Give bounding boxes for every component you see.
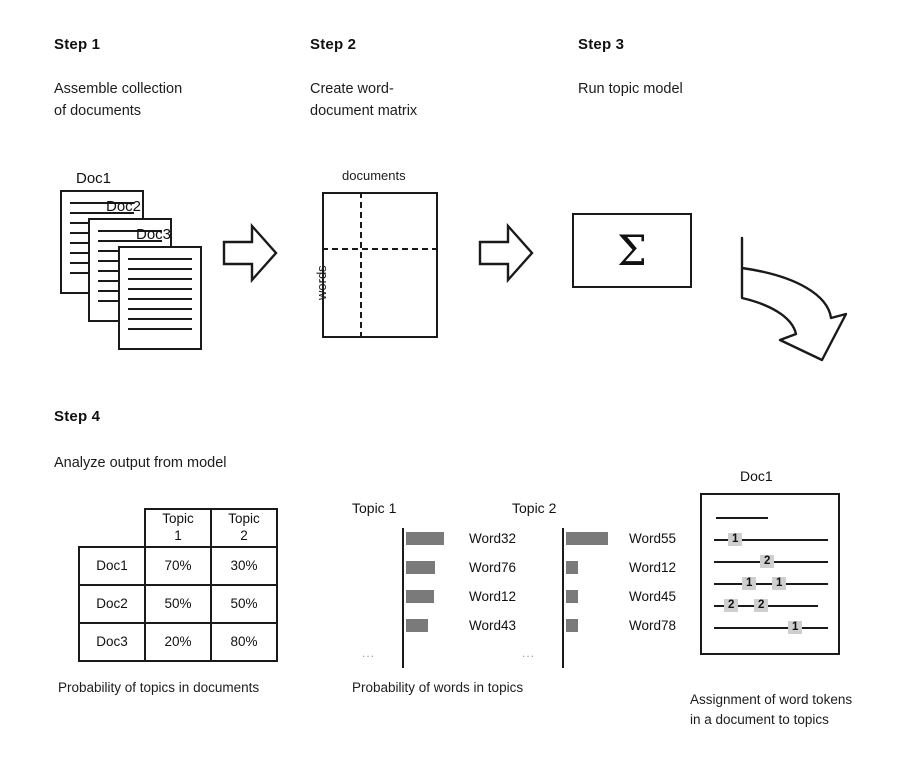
table-cell-doc3-topic1: 20% bbox=[144, 622, 212, 662]
topic-2-word-label-4: Word78 bbox=[628, 618, 676, 633]
topic-2-bar-row-2: Word12 bbox=[562, 557, 682, 586]
topic-2-word-label-1: Word55 bbox=[628, 531, 676, 546]
table-cell-doc3-topic2: 80% bbox=[210, 622, 278, 662]
topic-2-chart-title: Topic 2 bbox=[512, 500, 557, 516]
table-corner-cell bbox=[79, 509, 145, 547]
topic-1-bar-row-2: Word76 bbox=[402, 557, 522, 586]
topic-2-bar-1 bbox=[566, 532, 608, 545]
step-4-title: Step 4 bbox=[54, 408, 101, 425]
topic-1-bar-row-1: Word32 bbox=[402, 528, 522, 557]
step-3-description: Run topic model bbox=[578, 81, 683, 97]
step-4-description: Analyze output from model bbox=[54, 455, 227, 471]
probability-table-caption: Probability of topics in documents bbox=[58, 680, 260, 695]
document-label-2: Doc2 bbox=[106, 198, 142, 215]
matrix-top-axis-label: documents bbox=[342, 168, 406, 183]
topic-2-bar-3 bbox=[566, 590, 578, 603]
document-label-3: Doc3 bbox=[136, 226, 172, 243]
topic-2-bar-row-3: Word45 bbox=[562, 586, 682, 615]
step-2-title: Step 2 bbox=[310, 36, 357, 53]
token-line-6 bbox=[714, 627, 828, 629]
document-label-1: Doc1 bbox=[76, 170, 112, 187]
token-document-title: Doc1 bbox=[740, 468, 773, 484]
topic-2-bar-row-4: Word78 bbox=[562, 615, 682, 644]
topic-1-bar-3 bbox=[406, 590, 434, 603]
topic-2-bar-chart: Word55 Word12 Word45 Word78 ... bbox=[522, 528, 682, 668]
topic-2-chart-axis bbox=[562, 528, 564, 668]
bar-charts-caption: Probability of words in topics bbox=[352, 680, 524, 695]
table-row-header-doc3: Doc3 bbox=[78, 622, 146, 662]
topic-2-bar-row-1: Word55 bbox=[562, 528, 682, 557]
table-row: Doc2 50% 50% bbox=[78, 584, 278, 624]
table-row: Doc3 20% 80% bbox=[78, 622, 278, 662]
topic-1-bar-chart: Word32 Word76 Word12 Word43 ... bbox=[362, 528, 522, 668]
topic-1-word-label-1: Word32 bbox=[468, 531, 516, 546]
token-chip-line3-1: 2 bbox=[760, 555, 775, 568]
document-page-3 bbox=[118, 246, 202, 350]
table-col-header-topic-1: Topic 1 bbox=[144, 508, 212, 548]
topic-1-bar-row-4: Word43 bbox=[402, 615, 522, 644]
topic-1-bar-1 bbox=[406, 532, 444, 545]
topic-1-word-label-4: Word43 bbox=[468, 618, 516, 633]
token-document-panel: 1 2 1 1 2 2 1 bbox=[700, 493, 840, 655]
step-3-title: Step 3 bbox=[578, 36, 625, 53]
token-chip-line5-1: 2 bbox=[724, 599, 739, 612]
document-page-3-text-lines bbox=[128, 258, 192, 338]
table-row-header-doc2: Doc2 bbox=[78, 584, 146, 624]
topic-2-ellipsis: ... bbox=[522, 646, 536, 660]
matrix-vertical-slice-line bbox=[360, 192, 362, 338]
table-cell-doc2-topic2: 50% bbox=[210, 584, 278, 624]
sigma-symbol: Σ bbox=[617, 225, 647, 275]
token-chip-line5-2: 2 bbox=[754, 599, 769, 612]
table-row: Doc1 70% 30% bbox=[78, 546, 278, 586]
token-chip-line4-2: 1 bbox=[772, 577, 787, 590]
block-arrow-right-icon-1 bbox=[222, 222, 278, 284]
step-1-title: Step 1 bbox=[54, 36, 101, 53]
word-document-matrix: documents words bbox=[300, 168, 510, 348]
matrix-horizontal-slice-line bbox=[322, 248, 438, 250]
table-cell-doc2-topic1: 50% bbox=[144, 584, 212, 624]
matrix-side-axis-label: words bbox=[314, 265, 329, 300]
topic-1-word-label-3: Word12 bbox=[468, 589, 516, 604]
topic-2-bar-4 bbox=[566, 619, 578, 632]
token-document-caption: Assignment of word tokens in a document … bbox=[690, 692, 853, 727]
table-cell-doc1-topic1: 70% bbox=[144, 546, 212, 586]
table-row-header-doc1: Doc1 bbox=[78, 546, 146, 586]
topic-1-word-label-2: Word76 bbox=[468, 560, 516, 575]
step-2-description: Create word- document matrix bbox=[310, 81, 418, 120]
curved-loop-arrow-icon bbox=[728, 228, 858, 378]
topic-2-bar-2 bbox=[566, 561, 578, 574]
table-col-header-topic-2: Topic 2 bbox=[210, 508, 278, 548]
token-line-1 bbox=[716, 517, 768, 519]
token-chip-line4-1: 1 bbox=[742, 577, 757, 590]
token-line-4 bbox=[714, 583, 828, 585]
topic-probability-table: Topic 1 Topic 2 Doc1 70% 30% Doc2 50% 50… bbox=[78, 508, 278, 662]
topic-1-bar-4 bbox=[406, 619, 428, 632]
block-arrow-right-icon-2 bbox=[478, 222, 534, 284]
token-line-2 bbox=[714, 539, 828, 541]
topic-1-chart-axis bbox=[402, 528, 404, 668]
topic-1-bar-2 bbox=[406, 561, 435, 574]
topic-2-word-label-2: Word12 bbox=[628, 560, 676, 575]
topic-2-word-label-3: Word45 bbox=[628, 589, 676, 604]
topic-model-box: Σ bbox=[572, 213, 692, 288]
token-chip-line2-1: 1 bbox=[728, 533, 743, 546]
token-chip-line6-1: 1 bbox=[788, 621, 803, 634]
topic-1-chart-title: Topic 1 bbox=[352, 500, 397, 516]
topic-1-ellipsis: ... bbox=[362, 646, 376, 660]
matrix-box bbox=[322, 192, 438, 338]
document-stack: Doc1 Doc2 Doc3 bbox=[52, 168, 272, 350]
table-cell-doc1-topic2: 30% bbox=[210, 546, 278, 586]
topic-1-bar-row-3: Word12 bbox=[402, 586, 522, 615]
table-header-row: Topic 1 Topic 2 bbox=[79, 508, 278, 548]
step-1-description: Assemble collection of documents bbox=[54, 81, 183, 120]
